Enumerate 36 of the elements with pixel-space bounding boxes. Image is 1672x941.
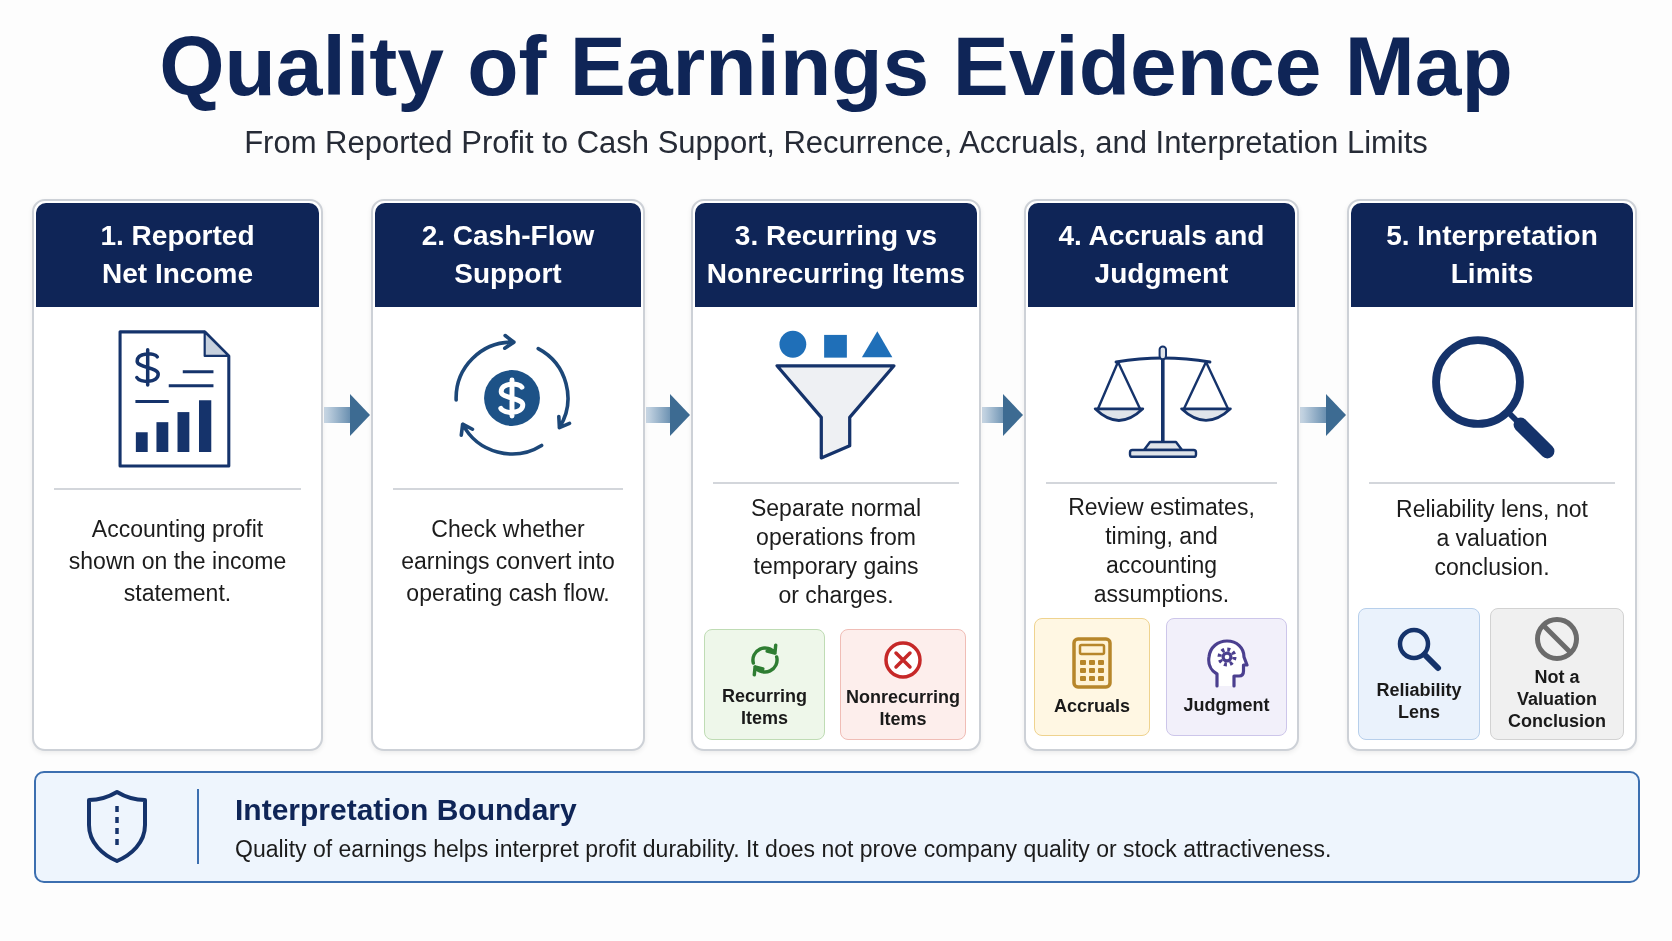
tag-label: Judgment (1182, 694, 1271, 716)
step-title: 2. Cash-Flow Support (420, 219, 596, 291)
step-title: 5. Interpretation Limits (1385, 219, 1599, 291)
step-card (1347, 199, 1637, 751)
category-tag (1034, 618, 1150, 736)
category-tag (704, 629, 825, 740)
tag-label: Recurring Items (721, 684, 808, 729)
category-tag (1358, 608, 1480, 740)
step-card (691, 199, 981, 751)
step-card (32, 199, 323, 751)
flow-arrow (324, 394, 370, 436)
category-tag (1166, 618, 1287, 736)
step-card (1024, 199, 1299, 751)
note-banner (34, 771, 1640, 883)
step-card (371, 199, 645, 751)
title: Quality of Earnings Evidence Map (159, 18, 1513, 114)
step-description: Accounting profit shown on the income statement. (67, 515, 288, 608)
step-title: 3. Recurring vs Nonrecurring Items (705, 219, 967, 291)
step-description: Check whether earnings convert into operating cash flow. (400, 515, 616, 608)
flow-arrow (646, 394, 690, 436)
tag-label: Reliability Lens (1375, 679, 1463, 723)
step-title: 1. Reported Net Income (99, 219, 256, 291)
flow-arrow (1300, 394, 1346, 436)
step-description: Separate normal operations from temporary gains or charges. (749, 494, 922, 610)
step-title: 4. Accruals and Judgment (1057, 219, 1266, 291)
category-tag (840, 629, 966, 740)
tag-label: Nonrecurring Items (845, 685, 961, 730)
flow-arrow (982, 394, 1023, 436)
step-description: Review estimates, timing, and accounting assumptions. (1067, 493, 1256, 609)
note-heading: Interpretation Boundary (235, 792, 577, 828)
category-tag (1490, 608, 1624, 740)
step-description: Reliability lens, not a valuation conclusion. (1395, 495, 1589, 582)
tag-label: Accruals (1052, 695, 1131, 717)
subtitle: From Reported Profit to Cash Support, Recurrence, Accruals, and Interpretation Limits (244, 124, 1428, 162)
note-text: Quality of earnings helps interpret profit durability. It does not prove company quality or stock attractiveness. (235, 835, 1332, 864)
tag-label: Not a Valuation Conclusion (1507, 666, 1607, 732)
